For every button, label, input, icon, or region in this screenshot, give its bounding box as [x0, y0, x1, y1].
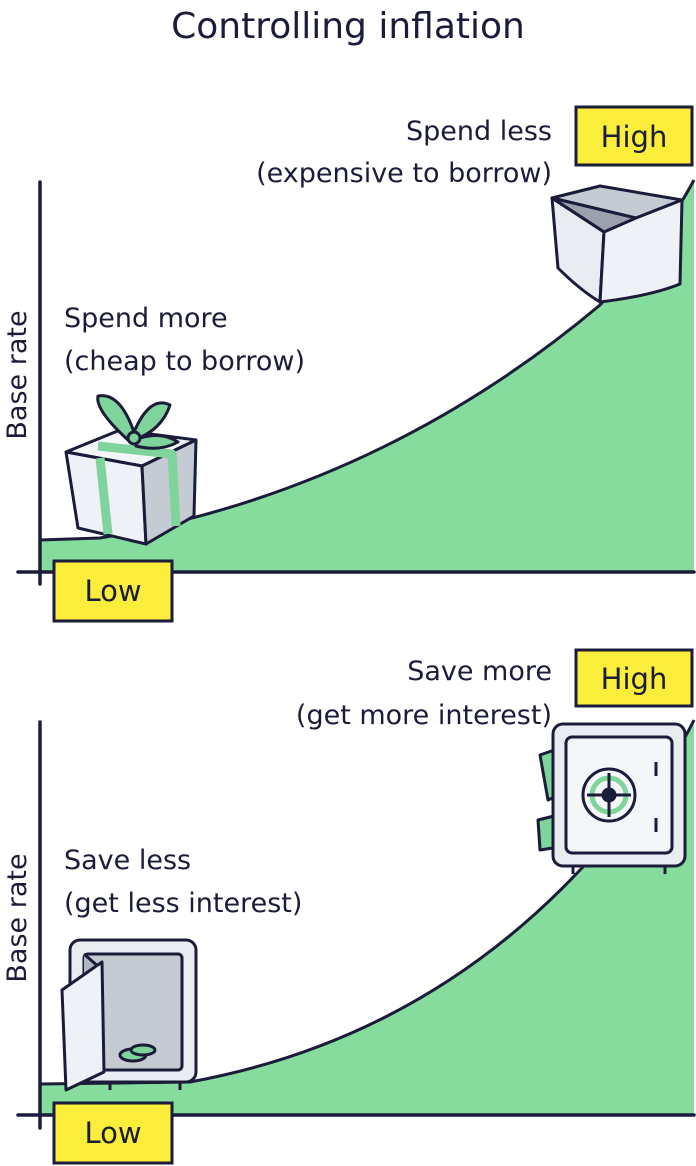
gift-box-icon: [64, 394, 198, 546]
empty-box-icon: [550, 184, 684, 304]
low-label-box: [52, 559, 174, 623]
open-safe-icon: [60, 938, 198, 1092]
high-label-box: [574, 648, 694, 708]
high-annotation-line1: Save more: [407, 656, 552, 687]
closed-safe-icon: [536, 722, 687, 874]
high-annotation-line2: (get more interest): [296, 700, 552, 731]
high-label-box: [574, 105, 694, 167]
low-annotation-line2: (get less interest): [64, 888, 302, 919]
rate-curve-area: [40, 720, 694, 1115]
panel-spending: Base rate Low High Spend more (cheap to …: [2, 105, 696, 623]
y-axis-label: Base rate: [2, 310, 33, 439]
high-label: High: [601, 120, 668, 154]
low-annotation-line2: (cheap to borrow): [64, 346, 305, 377]
y-axis-label: Base rate: [2, 853, 33, 982]
high-annotation-line2: (expensive to borrow): [256, 158, 552, 189]
low-label: Low: [84, 574, 141, 608]
rate-curve-area: [40, 180, 694, 572]
low-label-box: [52, 1101, 174, 1165]
high-annotation-line1: Spend less: [406, 116, 552, 147]
page-title: Controlling inflation: [171, 6, 525, 47]
high-label: High: [601, 662, 668, 696]
low-label: Low: [84, 1116, 141, 1150]
panel-saving: Base rate Low High Save less (get less i…: [2, 648, 696, 1165]
low-annotation-line1: Save less: [64, 845, 191, 876]
low-annotation-line1: Spend more: [64, 303, 228, 334]
